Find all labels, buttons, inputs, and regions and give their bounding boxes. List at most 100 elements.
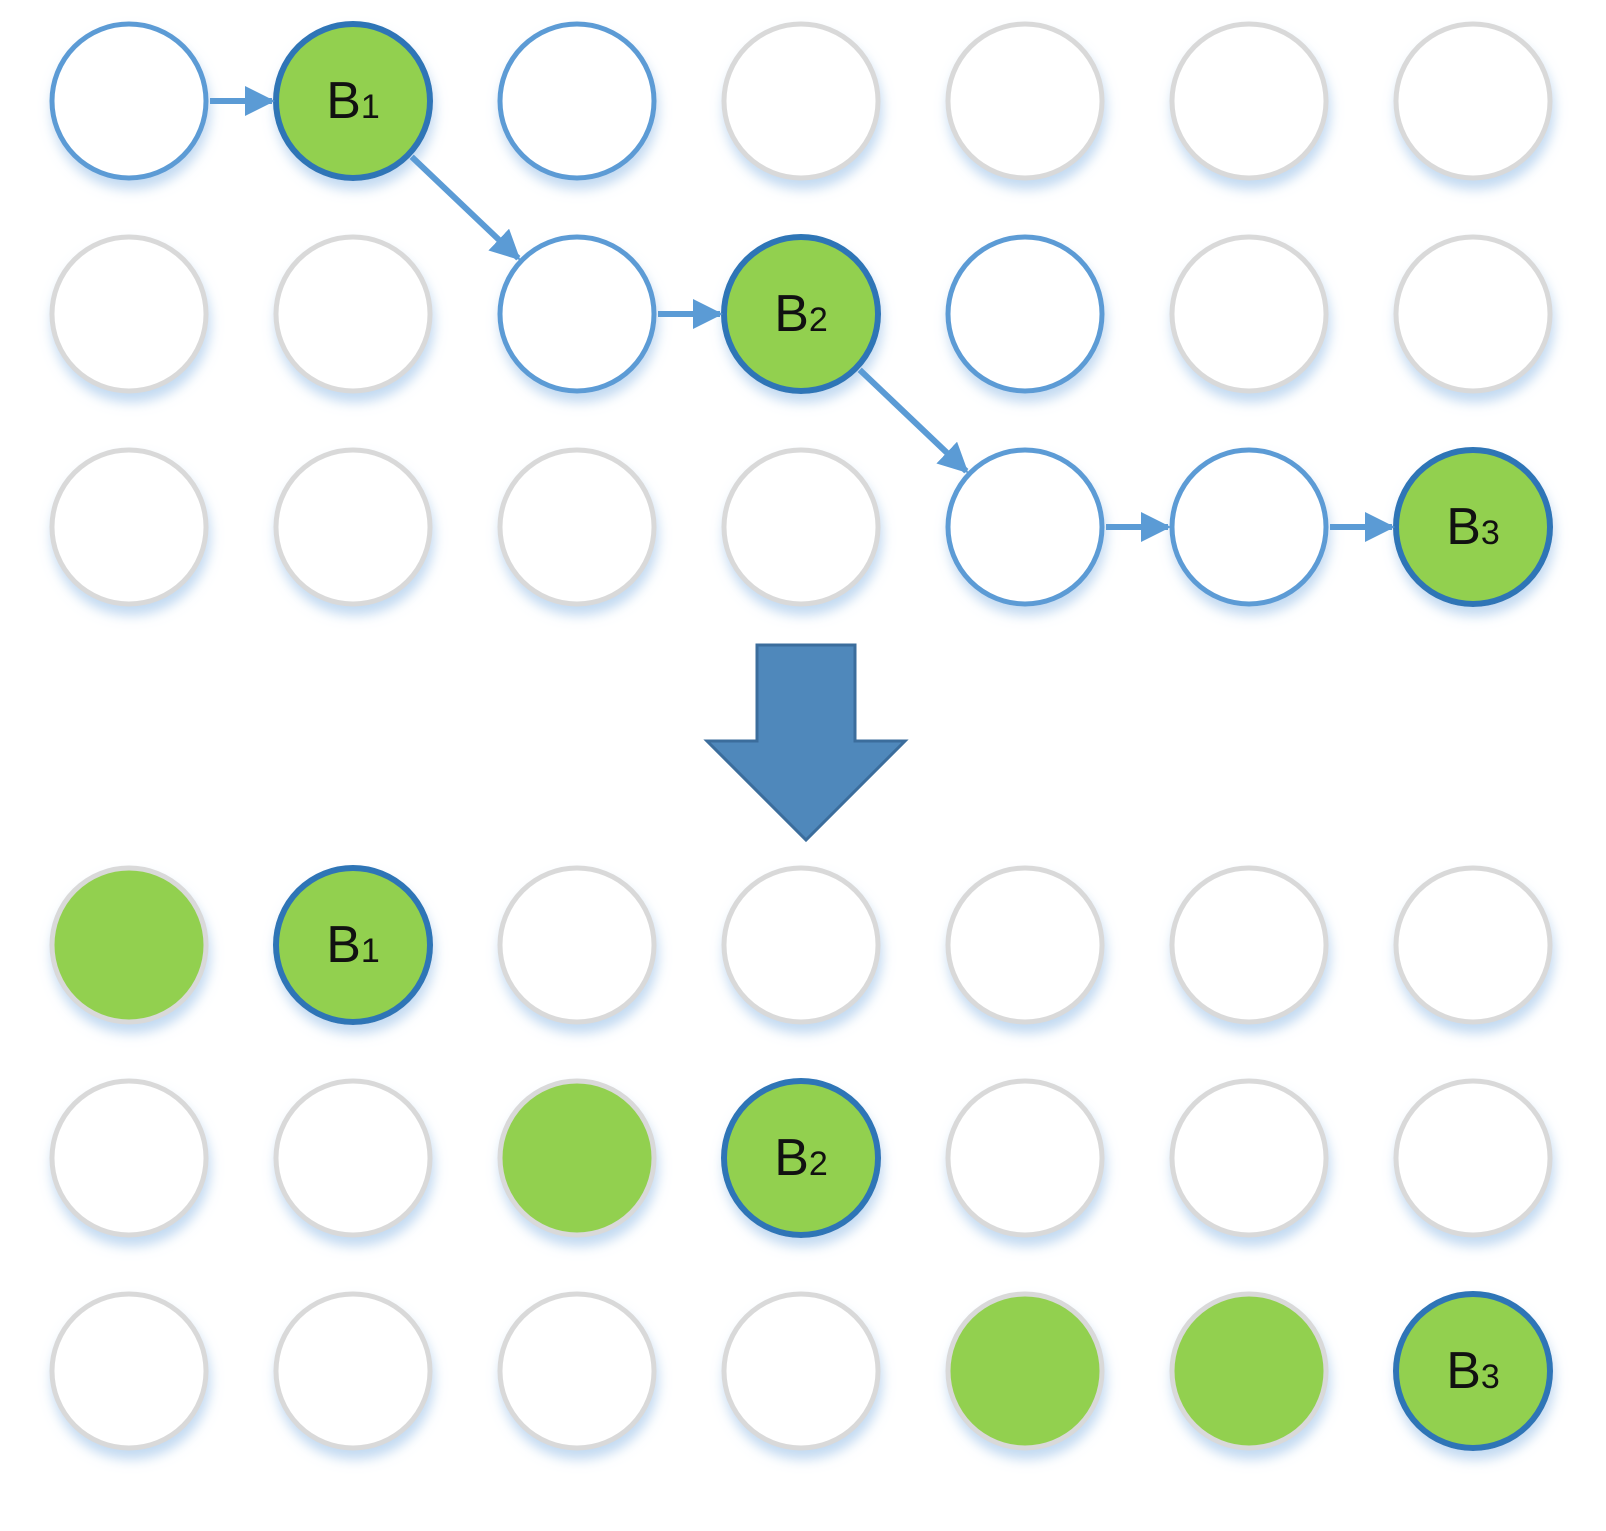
node-circle — [721, 1078, 881, 1238]
node-circle — [721, 21, 881, 181]
bottom-grid-node-r3-c1 — [49, 1291, 209, 1451]
bottom-grid-node-r1-c2: B1 — [273, 865, 433, 1025]
top-grid-node-r1-c4 — [721, 21, 881, 181]
node-label-subscript: 1 — [361, 88, 380, 126]
node-label: B3 — [1446, 498, 1500, 556]
top-grid-node-r3-c7: B3 — [1393, 447, 1553, 607]
node-circle — [497, 447, 657, 607]
top-grid-node-r2-c6 — [1169, 234, 1329, 394]
node-circle — [497, 1078, 657, 1238]
top-grid-node-r2-c5 — [945, 234, 1105, 394]
node-label-letter: B — [326, 72, 361, 130]
bottom-grid-node-r3-c5 — [945, 1291, 1105, 1451]
node-circle — [1169, 21, 1329, 181]
top-grid-node-r2-c3 — [497, 234, 657, 394]
node-circle — [1393, 1291, 1553, 1451]
top-grid-edges — [210, 86, 1395, 542]
node-circle — [945, 21, 1105, 181]
top-grid-node-r1-c7 — [1393, 21, 1553, 181]
top-grid-node-r3-c2 — [273, 447, 433, 607]
bottom-grid-node-r2-c6 — [1169, 1078, 1329, 1238]
bottom-grid-node-r1-c7 — [1393, 865, 1553, 1025]
node-circle — [1169, 447, 1329, 607]
node-circle — [721, 865, 881, 1025]
node-circle — [273, 447, 433, 607]
bottom-grid-node-r3-c3 — [497, 1291, 657, 1451]
node-circle — [497, 234, 657, 394]
node-label-letter: B — [1446, 1342, 1481, 1400]
node-circle — [273, 865, 433, 1025]
node-circle — [1393, 1078, 1553, 1238]
bottom-grid-node-r1-c6 — [1169, 865, 1329, 1025]
bottom-grid-node-r2-c2 — [273, 1078, 433, 1238]
bottom-grid-node-r2-c4: B2 — [721, 1078, 881, 1238]
top-grid-node-r1-c6 — [1169, 21, 1329, 181]
bottom-grid-node-r2-c1 — [49, 1078, 209, 1238]
node-circle — [497, 21, 657, 181]
node-circle — [1393, 234, 1553, 394]
node-label: B1 — [326, 72, 380, 130]
bottom-grid-node-r1-c1 — [49, 865, 209, 1025]
top-grid-node-r1-c2: B1 — [273, 21, 433, 181]
top-grid-node-r3-c5 — [945, 447, 1105, 607]
top-grid-node-r2-c2 — [273, 234, 433, 394]
node-circle — [945, 1291, 1105, 1451]
node-circle — [1169, 865, 1329, 1025]
node-label: B3 — [1446, 1342, 1500, 1400]
node-label: B1 — [326, 916, 380, 974]
node-circle — [1393, 865, 1553, 1025]
transition-arrow-shape — [703, 643, 909, 843]
path-arrow-2 — [409, 154, 521, 261]
bottom-grid-node-r3-c6 — [1169, 1291, 1329, 1451]
node-circle — [49, 234, 209, 394]
node-circle — [721, 447, 881, 607]
bottom-grid-node-r1-c3 — [497, 865, 657, 1025]
node-circle — [273, 1291, 433, 1451]
node-label-letter: B — [774, 1129, 809, 1187]
top-grid-node-r3-c1 — [49, 447, 209, 607]
top-grid-node-r2-c4: B2 — [721, 234, 881, 394]
node-circle — [49, 1291, 209, 1451]
node-circle — [273, 21, 433, 181]
node-circle — [1393, 21, 1553, 181]
node-circle — [49, 1078, 209, 1238]
top-grid-node-r2-c1 — [49, 234, 209, 394]
node-circle — [721, 1291, 881, 1451]
node-label: B2 — [774, 1129, 828, 1187]
node-label-subscript: 2 — [809, 301, 828, 339]
node-label-subscript: 3 — [1481, 1358, 1500, 1396]
node-label: B2 — [774, 285, 828, 343]
node-circle — [945, 1078, 1105, 1238]
bottom-grid-node-r3-c4 — [721, 1291, 881, 1451]
node-label-letter: B — [774, 285, 809, 343]
bottom-grid-node-r2-c5 — [945, 1078, 1105, 1238]
path-arrow-4 — [857, 367, 969, 474]
top-grid-node-r3-c3 — [497, 447, 657, 607]
node-circle — [1169, 234, 1329, 394]
node-circle — [1393, 447, 1553, 607]
bottom-grid-node-r2-c7 — [1393, 1078, 1553, 1238]
node-label-letter: B — [326, 916, 361, 974]
node-circle — [273, 234, 433, 394]
node-circle — [49, 21, 209, 181]
node-label-subscript: 3 — [1481, 514, 1500, 552]
node-circle — [945, 234, 1105, 394]
bottom-grid-node-r1-c4 — [721, 865, 881, 1025]
node-circle — [945, 447, 1105, 607]
bottom-grid-node-r2-c3 — [497, 1078, 657, 1238]
top-grid-node-r1-c5 — [945, 21, 1105, 181]
top-grid-node-r2-c7 — [1393, 234, 1553, 394]
node-circle — [945, 865, 1105, 1025]
node-circle — [49, 447, 209, 607]
top-grid-node-r3-c4 — [721, 447, 881, 607]
node-circle — [497, 1291, 657, 1451]
node-circle — [1169, 1078, 1329, 1238]
node-circle — [721, 234, 881, 394]
node-circle — [49, 865, 209, 1025]
node-circle — [1169, 1291, 1329, 1451]
bottom-grid-node-r3-c7: B3 — [1393, 1291, 1553, 1451]
node-circle — [273, 1078, 433, 1238]
top-grid-node-r1-c1 — [49, 21, 209, 181]
